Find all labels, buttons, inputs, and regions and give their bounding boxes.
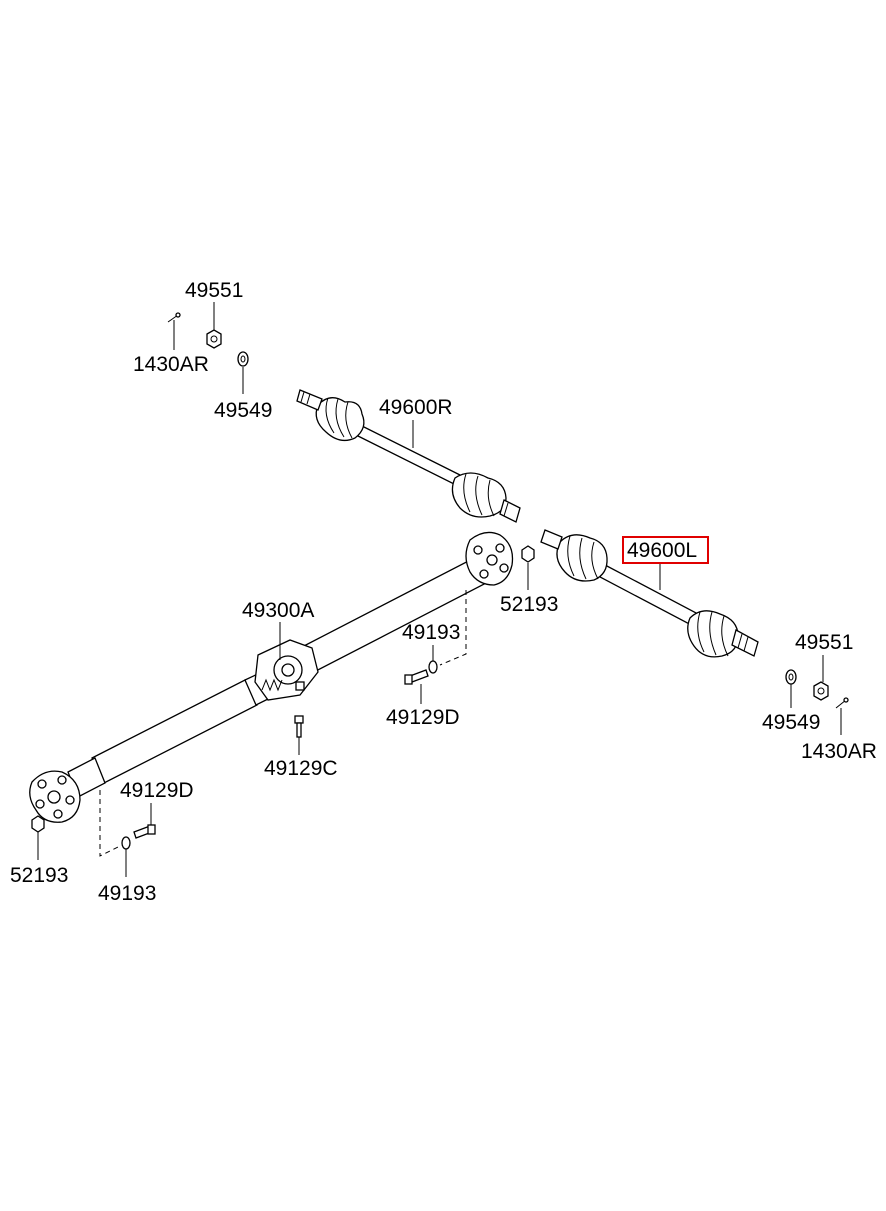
drive-shaft-49600r[interactable] — [296, 389, 521, 523]
leader-lines — [37, 302, 842, 877]
washer-49549-right[interactable] — [785, 669, 797, 685]
cotter-pin-1430ar-right[interactable] — [835, 697, 849, 709]
front-flex-coupling[interactable] — [29, 770, 81, 823]
label-49551-right[interactable]: 49551 — [795, 631, 853, 654]
label-49193-mid[interactable]: 49193 — [402, 621, 460, 644]
label-52193-right[interactable]: 52193 — [500, 593, 558, 616]
bolt-49129c[interactable] — [294, 715, 304, 738]
label-49549-right[interactable]: 49549 — [762, 711, 820, 734]
label-49300a[interactable]: 49300A — [242, 599, 314, 622]
label-52193-left[interactable]: 52193 — [10, 864, 68, 887]
washer-49193-left[interactable] — [121, 836, 131, 850]
rear-flex-coupling[interactable] — [465, 531, 514, 586]
label-49129c[interactable]: 49129C — [264, 757, 338, 780]
washer-49549-left[interactable] — [237, 351, 249, 367]
label-1430ar-right[interactable]: 1430AR — [801, 740, 877, 763]
label-49551-top[interactable]: 49551 — [185, 279, 243, 302]
propeller-shaft-49300a[interactable] — [29, 531, 514, 823]
washer-49193-mid[interactable] — [428, 660, 438, 674]
label-49193-left[interactable]: 49193 — [98, 882, 156, 905]
label-49129d-mid[interactable]: 49129D — [386, 706, 460, 729]
nut-49551-left[interactable] — [206, 329, 222, 349]
label-49600r[interactable]: 49600R — [379, 396, 453, 419]
nut-52193-right[interactable] — [521, 545, 535, 563]
nut-49551-right[interactable] — [813, 681, 829, 701]
cotter-pin-1430ar-left[interactable] — [167, 312, 181, 323]
nut-52193-left[interactable] — [31, 815, 45, 833]
label-1430ar-left[interactable]: 1430AR — [133, 353, 209, 376]
label-49549-top[interactable]: 49549 — [214, 399, 272, 422]
label-49600l[interactable]: 49600L — [627, 539, 697, 562]
bolt-49129d-mid[interactable] — [404, 669, 429, 685]
bolt-49129d-left[interactable] — [133, 824, 156, 839]
drive-shaft-49600l[interactable] — [540, 529, 759, 658]
label-49129d-left[interactable]: 49129D — [120, 779, 194, 802]
highlight-box-49600l — [622, 536, 709, 564]
